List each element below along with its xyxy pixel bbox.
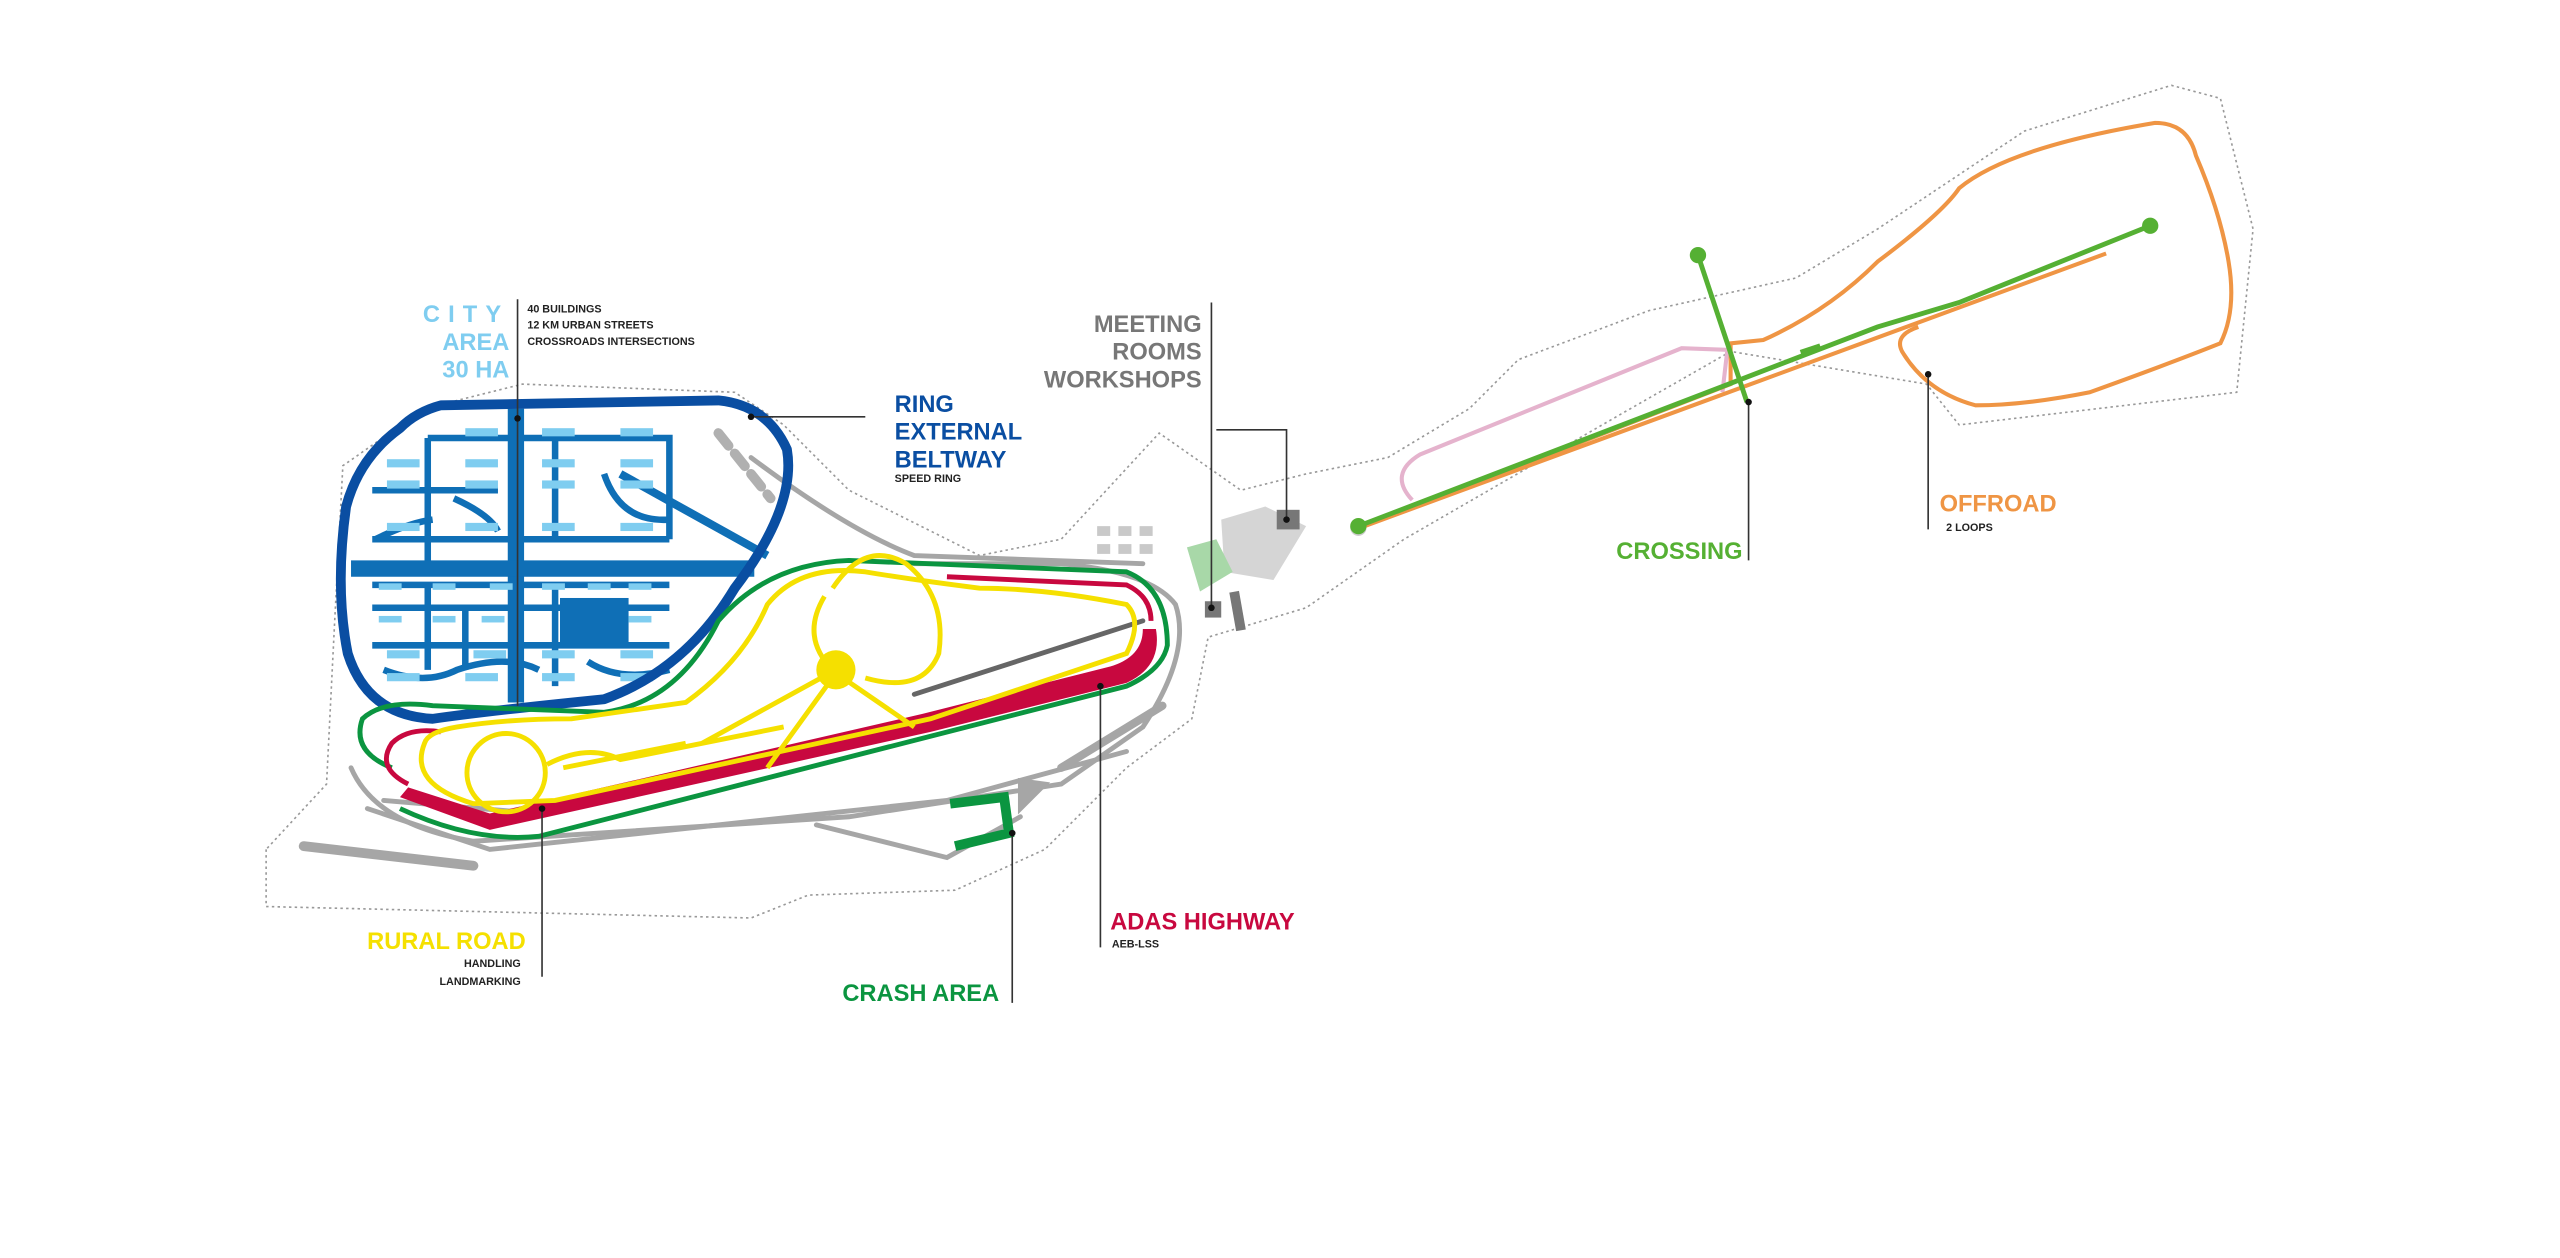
offroad-track — [1359, 120, 2234, 530]
crash-barrier — [949, 791, 1015, 851]
rural-roundabout — [816, 650, 856, 690]
leader-dots — [514, 371, 1932, 837]
meeting-label-line: ROOMS — [1112, 340, 1201, 366]
pink-track — [1399, 346, 1730, 502]
crossing-marker — [1799, 343, 1822, 357]
city-detail: CROSSROADS INTERSECTIONS — [527, 336, 694, 348]
ring-label-line: EXTERNAL — [895, 420, 1023, 446]
meeting-label-line: MEETING — [1094, 312, 1202, 338]
crossing-end-north — [1689, 246, 1707, 264]
city-label-line: AREA — [442, 330, 509, 356]
rural-road-detail: HANDLING — [464, 958, 521, 970]
adas-highway-detail: AEB-LSS — [1112, 938, 1159, 950]
adas-highway-straight — [400, 629, 1157, 830]
ring-detail: SPEED RING — [895, 473, 961, 485]
adas-highway — [384, 574, 1154, 787]
meeting-area — [1097, 506, 1367, 632]
offroad-label: OFFROAD — [1940, 491, 2057, 517]
city-detail: 40 BUILDINGS — [527, 303, 601, 315]
rural-road-label: RURAL ROAD — [367, 929, 526, 955]
rural-road-detail: LANDMARKING — [439, 976, 520, 988]
crossing-label: CROSSING — [1616, 539, 1742, 565]
city-buildings — [378, 428, 654, 682]
adas-highway-label: ADAS HIGHWAY — [1110, 909, 1295, 935]
ring-label-line: BELTWAY — [895, 447, 1007, 473]
ring-label-line: RING — [895, 392, 954, 418]
crash-area-track — [357, 557, 1170, 840]
crossing-track — [1357, 223, 2152, 529]
offroad-detail: 2 LOOPS — [1946, 522, 1993, 534]
crossing-end-west — [1350, 517, 1367, 535]
crossing-end-east — [2142, 217, 2159, 234]
city-label: CITY AREA 30 HA — [423, 302, 510, 384]
leader-lines — [516, 299, 1929, 1003]
ring-external-beltway — [335, 395, 794, 724]
city-detail: 12 KM URBAN STREETS — [527, 320, 653, 332]
city-label-line: CITY — [423, 302, 510, 328]
meeting-label-line: WORKSHOPS — [1044, 367, 1202, 393]
city-label-line: 30 HA — [442, 358, 509, 384]
city-central-block — [560, 597, 629, 644]
crash-area-label: CRASH AREA — [842, 981, 999, 1007]
